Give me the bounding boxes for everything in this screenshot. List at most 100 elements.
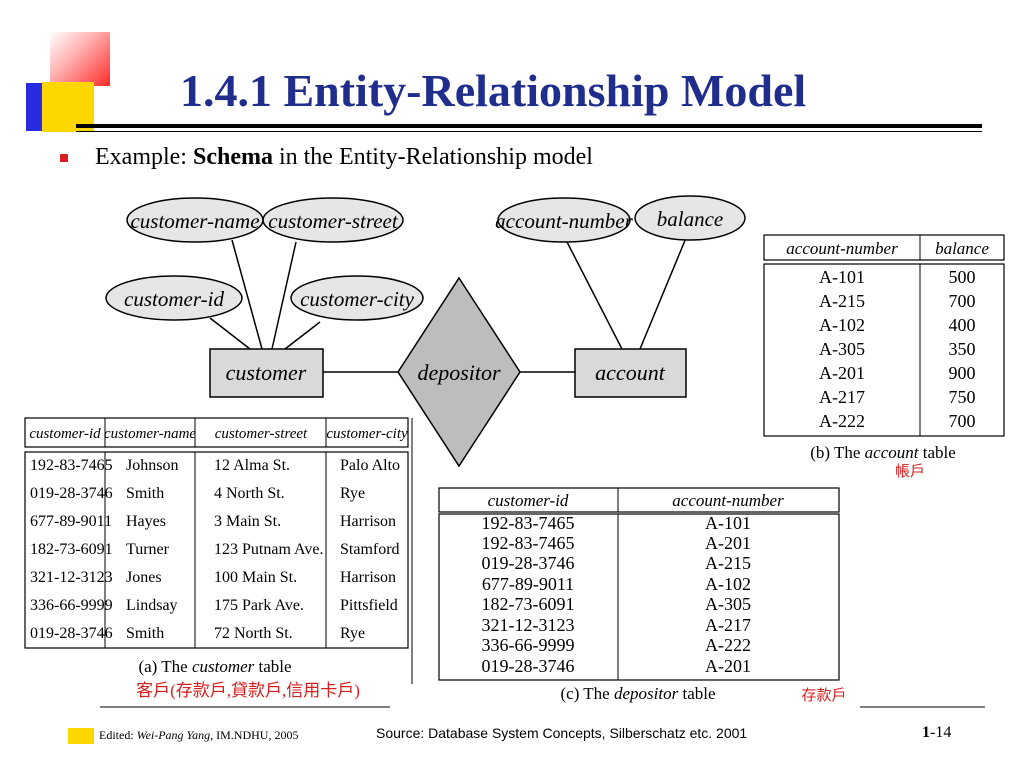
svg-text:Johnson: Johnson xyxy=(126,457,178,474)
table-row: 677-89-9011 A-102 xyxy=(482,574,751,594)
svg-text:4 North St.: 4 North St. xyxy=(214,485,285,502)
bullet-bold: Schema xyxy=(192,144,273,170)
edge-balance xyxy=(639,237,687,350)
svg-text:Palo Alto: Palo Alto xyxy=(340,457,400,474)
svg-text:A-215: A-215 xyxy=(819,291,865,311)
svg-text:100 Main St.: 100 Main St. xyxy=(214,569,297,586)
svg-text:019-28-3746: 019-28-3746 xyxy=(30,485,113,502)
svg-text:192-83-7465: 192-83-7465 xyxy=(30,457,113,474)
svg-text:123 Putnam Ave.: 123 Putnam Ave. xyxy=(214,541,323,558)
attr-account-number: account-number xyxy=(495,197,634,243)
svg-text:677-89-9011: 677-89-9011 xyxy=(482,574,574,594)
customer-caption: (a) The customer table xyxy=(138,657,291,676)
account-header-0: account-number xyxy=(786,239,898,258)
title-underline-thin xyxy=(76,131,982,132)
account-header-1: balance xyxy=(935,239,989,258)
svg-text:A-201: A-201 xyxy=(819,363,865,383)
er-connectors xyxy=(209,237,687,373)
svg-text:192-83-7465: 192-83-7465 xyxy=(482,513,575,533)
svg-text:account: account xyxy=(595,360,666,385)
svg-text:Hayes: Hayes xyxy=(126,513,166,530)
svg-text:321-12-3123: 321-12-3123 xyxy=(30,569,113,586)
table-row: 019-28-3746 A-215 xyxy=(482,553,752,573)
entity-account: account xyxy=(574,348,687,398)
svg-text:A-102: A-102 xyxy=(819,315,865,335)
svg-text:customer-id: customer-id xyxy=(124,287,224,311)
customer-header-0: customer-id xyxy=(29,426,101,442)
entity-customer: customer xyxy=(209,348,324,398)
svg-text:019-28-3746: 019-28-3746 xyxy=(482,553,575,573)
relationship-depositor: depositor xyxy=(397,276,521,468)
svg-text:700: 700 xyxy=(949,291,976,311)
svg-text:A-102: A-102 xyxy=(705,574,751,594)
svg-text:A-201: A-201 xyxy=(705,533,751,553)
table-row: 182-73-6091 Turner 123 Putnam Ave. Stamf… xyxy=(30,541,400,558)
svg-text:Smith: Smith xyxy=(126,625,164,642)
svg-text:Stamford: Stamford xyxy=(340,541,400,558)
footer-credit: Edited: Wei-Pang Yang, IM.NDHU, 2005 xyxy=(99,728,299,742)
svg-text:019-28-3746: 019-28-3746 xyxy=(482,656,575,676)
bullet-text: Example: Schema in the Entity-Relationsh… xyxy=(95,144,593,171)
svg-text:350: 350 xyxy=(949,339,976,359)
svg-text:A-305: A-305 xyxy=(819,339,865,359)
bullet-suffix: in the Entity-Relationship model xyxy=(272,144,593,170)
svg-text:321-12-3123: 321-12-3123 xyxy=(482,615,575,635)
svg-text:A-222: A-222 xyxy=(705,635,751,655)
svg-text:677-89-9011: 677-89-9011 xyxy=(30,513,112,530)
bullet-prefix: Example: xyxy=(95,144,193,170)
svg-text:A-101: A-101 xyxy=(819,267,865,287)
table-row: 677-89-9011 Hayes 3 Main St. Harrison xyxy=(30,513,396,530)
decor-yellow-square xyxy=(42,82,94,132)
edge-account-number xyxy=(565,239,623,350)
account-caption: (b) The account table xyxy=(810,443,956,462)
svg-text:019-28-3746: 019-28-3746 xyxy=(30,625,113,642)
svg-text:A-101: A-101 xyxy=(705,513,751,533)
table-row: A-201 900 xyxy=(819,363,976,383)
depositor-note: 存款戶 xyxy=(801,687,846,704)
depositor-caption: (c) The depositor table xyxy=(560,684,715,703)
edge-customer-name xyxy=(231,239,263,350)
svg-text:A-222: A-222 xyxy=(819,411,865,431)
svg-text:182-73-6091: 182-73-6091 xyxy=(30,541,113,558)
edge-customer-street xyxy=(271,241,297,350)
attr-balance: balance xyxy=(634,195,746,241)
svg-text:336-66-9999: 336-66-9999 xyxy=(482,635,575,655)
edge-customer-city xyxy=(284,321,321,350)
svg-text:Rye: Rye xyxy=(340,625,365,642)
svg-text:customer-name: customer-name xyxy=(130,209,259,233)
table-row: 336-66-9999 Lindsay 175 Park Ave. Pittsf… xyxy=(30,597,398,614)
svg-text:A-201: A-201 xyxy=(705,656,751,676)
bullet-square-icon xyxy=(60,154,68,162)
attr-customer-name: customer-name xyxy=(126,197,264,243)
svg-text:A-215: A-215 xyxy=(705,553,751,573)
svg-text:Turner: Turner xyxy=(126,541,170,558)
table-row: 321-12-3123 Jones 100 Main St. Harrison xyxy=(30,569,396,586)
table-row: A-102 400 xyxy=(819,315,976,335)
svg-text:400: 400 xyxy=(949,315,976,335)
svg-text:balance: balance xyxy=(657,207,723,231)
svg-text:Jones: Jones xyxy=(126,569,162,586)
svg-text:Lindsay: Lindsay xyxy=(126,597,178,614)
depositor-header-1: account-number xyxy=(672,491,784,510)
svg-text:Smith: Smith xyxy=(126,485,164,502)
title-underline-thick xyxy=(76,124,982,128)
customer-table: customer-id customer-name customer-stree… xyxy=(24,417,413,700)
footer-logo-square xyxy=(68,728,94,744)
svg-text:900: 900 xyxy=(949,363,976,383)
svg-text:3 Main St.: 3 Main St. xyxy=(214,513,281,530)
svg-text:72 North St.: 72 North St. xyxy=(214,625,293,642)
footer-source: Source: Database System Concepts, Silber… xyxy=(376,725,748,741)
svg-text:175 Park Ave.: 175 Park Ave. xyxy=(214,597,304,614)
svg-text:account-number: account-number xyxy=(495,209,633,233)
slide-title: 1.4.1 Entity-Relationship Model xyxy=(180,65,807,116)
svg-text:customer-city: customer-city xyxy=(300,287,415,311)
svg-text:A-305: A-305 xyxy=(705,594,751,614)
table-row: 019-28-3746 A-201 xyxy=(482,656,752,676)
